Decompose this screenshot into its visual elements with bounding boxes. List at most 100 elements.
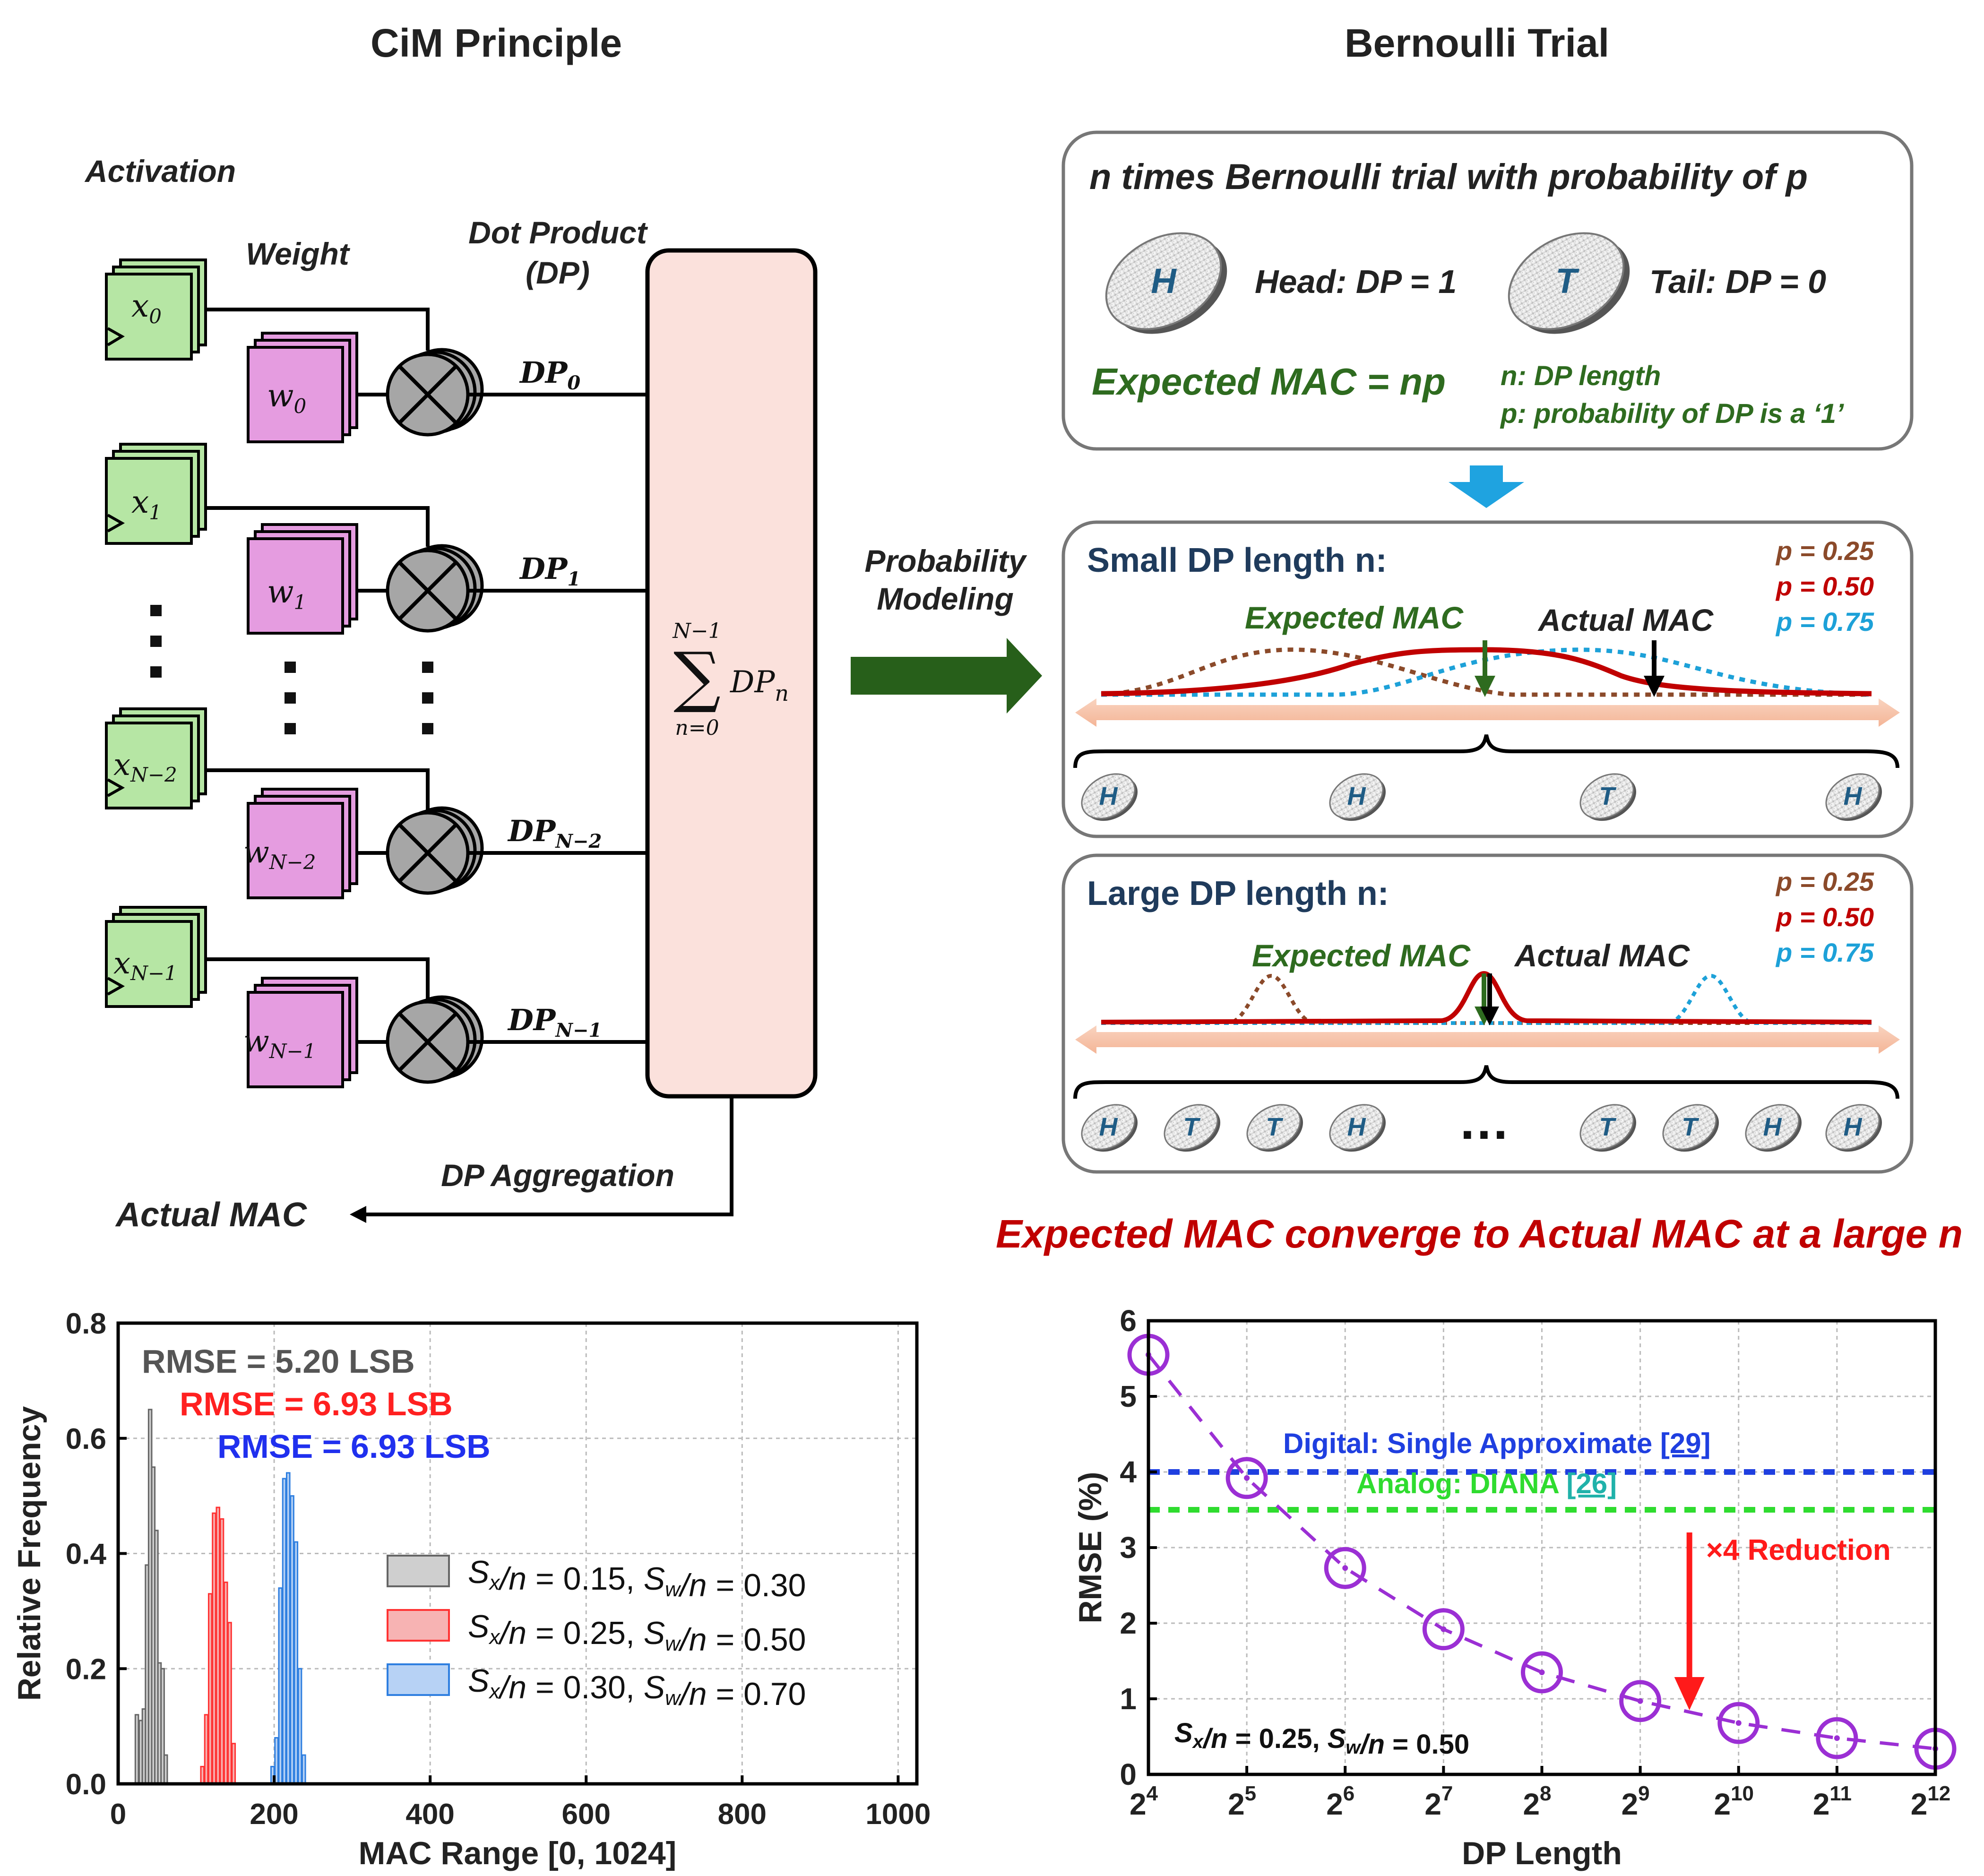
head-coin-icon: H	[1105, 232, 1227, 334]
histogram-bar	[216, 1506, 221, 1785]
cim-row-0: x0 w0 DP0	[105, 258, 647, 443]
histogram-bar	[200, 1765, 205, 1785]
svg-text:H: H	[1099, 1113, 1118, 1141]
rmse-reference-lines: Digital: Single Approximate [29]Analog: …	[1148, 1428, 1935, 1513]
rmse-y-tick-label: 2	[1120, 1606, 1137, 1640]
weight-register-wn-2: wN−2	[243, 788, 358, 899]
multiplier-1	[386, 544, 484, 633]
rmse-x-tick-label: 210	[1714, 1782, 1754, 1821]
svg-text:T: T	[1266, 1113, 1284, 1141]
rmse-point-center	[1735, 1720, 1742, 1726]
dp1-label: DP1	[519, 551, 580, 590]
svg-text:w1: w1	[267, 574, 306, 614]
svg-text:w0: w0	[267, 378, 306, 418]
rmse-data-point	[1225, 1457, 1268, 1499]
reduction-arrowhead	[1674, 1677, 1705, 1710]
large-curve-p025	[1101, 973, 1872, 1025]
histogram-bar	[290, 1495, 294, 1785]
svg-text:H: H	[1347, 782, 1366, 810]
rmse-y-tick-label: 4	[1120, 1455, 1137, 1489]
sum-lower-limit: n=0	[675, 716, 719, 740]
convergence-statement: Expected MAC converge to Actual MAC at a…	[996, 1212, 1963, 1256]
cim-principle-diagram: Activation Weight Dot Product (DP) N−1 ∑…	[84, 154, 818, 1234]
rmse-data-point	[1717, 1702, 1760, 1744]
sum-symbol: ∑	[673, 638, 721, 715]
rmse-x-tick-label: 28	[1523, 1782, 1551, 1821]
histogram-bar	[212, 1512, 216, 1785]
large-coin-row: H T T H … T	[1081, 1092, 1882, 1152]
rmse-data-point	[1619, 1680, 1662, 1722]
histogram-bar	[293, 1541, 299, 1785]
xn-1-wire	[206, 957, 430, 1002]
rmse-data-point	[1422, 1608, 1465, 1651]
expected-mac-formula: Expected MAC = np	[1092, 361, 1446, 403]
rmse-point-ring	[1422, 1608, 1465, 1651]
histogram-y-tick-label: 0.4	[66, 1538, 107, 1571]
svg-text:T: T	[1599, 782, 1617, 810]
probability-modeling-arrow: Probability Modeling	[851, 543, 1042, 714]
svg-text:x0: x0	[131, 288, 162, 328]
p-definition: p: probability of DP is a ‘1’	[1500, 398, 1844, 429]
rmse-line-chart: Digital: Single Approximate [29]Analog: …	[1072, 1304, 1957, 1871]
rmse-y-tick-label: 5	[1120, 1379, 1137, 1413]
probability-modeling-line2: Modeling	[877, 581, 1014, 616]
dp0-label: DP0	[519, 355, 580, 394]
legend-swatch	[387, 1555, 450, 1587]
rmse-label-gray: RMSE = 5.20 LSB	[142, 1343, 415, 1380]
large-panel-title: Large DP length n:	[1087, 875, 1389, 912]
small-axis-double-arrow	[1075, 698, 1900, 727]
right-section-title: Bernoulli Trial	[1345, 21, 1609, 65]
histogram-x-tick-label: 400	[405, 1798, 454, 1831]
xn-2-wire	[206, 768, 430, 813]
svg-text:wN−2: wN−2	[243, 835, 316, 874]
dpn-2-label: DPN−2	[507, 814, 602, 852]
histogram-y-axis-label: Relative Frequency	[11, 1406, 47, 1701]
cim-row-n-1: xN−1 wN−1 DPN−1	[105, 906, 647, 1088]
rmse-label-red: RMSE = 6.93 LSB	[180, 1385, 453, 1422]
rmse-y-tick-label: 6	[1120, 1304, 1137, 1338]
large-curly-brace	[1073, 1065, 1899, 1099]
large-p075-label: p = 0.75	[1775, 938, 1874, 967]
rmse-y-tick-label: 0	[1120, 1757, 1137, 1791]
rmse-point-ring	[1619, 1680, 1662, 1722]
bernoulli-heading: n times Bernoulli trial with probability…	[1089, 157, 1808, 197]
histogram-y-tick-label: 0.6	[66, 1423, 106, 1455]
legend-label: Sx/n = 0.25, Sw/n = 0.50	[468, 1609, 806, 1658]
rmse-data-point	[1521, 1651, 1563, 1694]
large-actual-mac-arrow	[1480, 973, 1499, 1025]
small-curve-p075	[1101, 647, 1872, 697]
activation-register-xn-2: xN−2	[105, 707, 207, 809]
svg-text:T: T	[1183, 1113, 1201, 1141]
histogram-bar	[285, 1472, 291, 1785]
histogram-y-tick-label: 0.2	[66, 1653, 106, 1686]
svg-text:H: H	[1347, 1113, 1366, 1141]
svg-text:xN−2: xN−2	[113, 748, 177, 786]
histogram-x-tick-label: 1000	[865, 1798, 931, 1831]
weight-register-wn-1: wN−1	[243, 977, 358, 1088]
histogram-bar	[204, 1714, 209, 1785]
activation-register-x0: x0	[105, 258, 207, 361]
activation-register-x1: x1	[105, 443, 207, 545]
small-expected-mac-arrow	[1475, 640, 1495, 697]
svg-text:T: T	[1682, 1113, 1699, 1141]
x0-wire	[206, 308, 430, 351]
histogram-bar	[163, 1754, 168, 1785]
aggregation-wire	[362, 1096, 733, 1216]
large-coin-l0: H	[1081, 1104, 1138, 1152]
rmse-x-tick-label: 26	[1326, 1782, 1354, 1821]
vertical-ellipsis-multipliers	[422, 662, 433, 734]
rmse-condition-label: Sx/n = 0.25, Sw/n = 0.50	[1174, 1718, 1469, 1760]
head-label: Head: DP = 1	[1255, 263, 1457, 300]
legend-label: Sx/n = 0.30, Sw/n = 0.70	[468, 1663, 806, 1712]
activation-label: Activation	[84, 154, 236, 189]
histogram-bar	[219, 1518, 224, 1785]
svg-text:x1: x1	[131, 484, 162, 524]
reduction-annotation: ×4 Reduction	[1674, 1532, 1891, 1710]
histogram-x-tick-label: 200	[250, 1798, 298, 1831]
svg-text:H: H	[1844, 1113, 1863, 1141]
small-actual-mac-arrow	[1644, 640, 1665, 697]
large-dp-panel: Large DP length n: p = 0.25 p = 0.50 p =…	[1061, 853, 1914, 1174]
dpn-1-label: DPN−1	[507, 1003, 602, 1041]
